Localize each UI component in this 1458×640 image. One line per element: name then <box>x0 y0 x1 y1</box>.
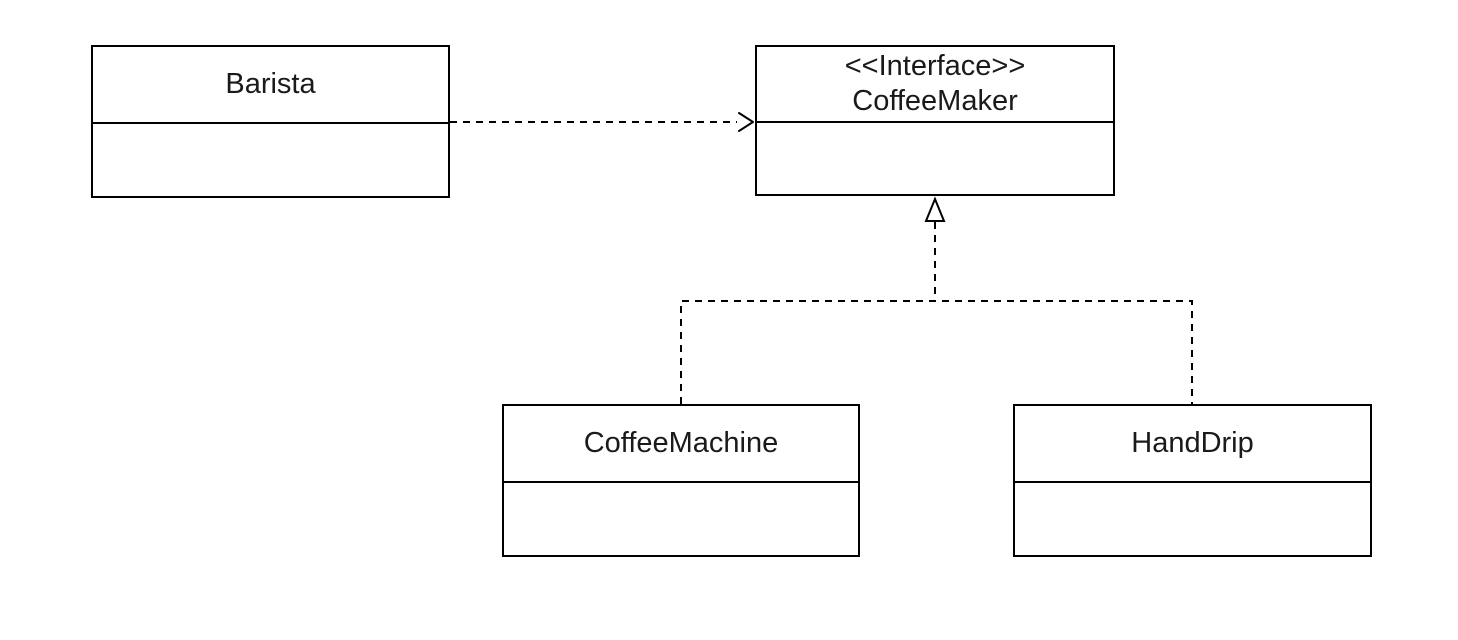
class-box-barista: Barista <box>91 45 450 198</box>
open-arrowhead-icon <box>738 112 754 132</box>
realization-branch-dashed-line <box>680 300 1193 404</box>
class-members-compartment <box>757 123 1113 194</box>
class-name-compartment: CoffeeMachine <box>504 406 858 483</box>
class-name-compartment: <<Interface>> CoffeeMaker <box>757 47 1113 123</box>
stereotype-label: <<Interface>> <box>844 50 1026 82</box>
class-box-handdrip: HandDrip <box>1013 404 1372 557</box>
dependency-edge-barista-to-coffeemaker <box>450 112 754 132</box>
class-box-coffeemachine: CoffeeMachine <box>502 404 860 557</box>
class-name: CoffeeMachine <box>583 427 779 459</box>
realization-edges <box>680 196 1193 404</box>
class-members-compartment <box>504 483 858 555</box>
class-members-compartment <box>1015 483 1370 555</box>
hollow-triangle-arrowhead-icon <box>924 196 946 222</box>
class-name-compartment: HandDrip <box>1015 406 1370 483</box>
class-name: HandDrip <box>1131 427 1254 459</box>
class-name: CoffeeMaker <box>852 85 1018 117</box>
interface-box-coffeemaker: <<Interface>> CoffeeMaker <box>755 45 1115 196</box>
class-members-compartment <box>93 124 448 196</box>
class-name-compartment: Barista <box>93 47 448 124</box>
class-name: Barista <box>225 68 316 100</box>
